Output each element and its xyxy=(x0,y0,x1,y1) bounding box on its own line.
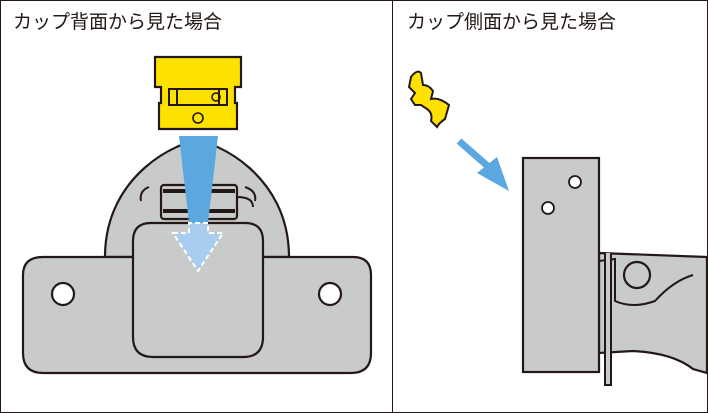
mounting-hole-right xyxy=(317,281,343,307)
cup-side-plate xyxy=(521,156,601,374)
panel-caption-side: カップ側面から見た場合 xyxy=(407,11,617,33)
mounting-hole-left xyxy=(50,281,76,307)
yellow-clip-side xyxy=(407,70,451,129)
panel-rear-view: カップ背面から見た場合 xyxy=(1,1,392,412)
panel-caption-rear: カップ背面から見た場合 xyxy=(13,11,223,33)
hinge-pivot xyxy=(622,260,652,290)
rear-view-illustration xyxy=(21,55,373,375)
arrow-down-icon xyxy=(171,136,225,273)
cup-body xyxy=(131,221,265,359)
screw-hole-upper xyxy=(568,175,582,189)
arrow-down-right-icon xyxy=(456,138,509,191)
side-view-illustration xyxy=(407,70,707,386)
panel-side-view: カップ側面から見た場合 xyxy=(393,1,707,412)
yellow-clip xyxy=(153,55,243,131)
screw-hole-lower xyxy=(541,201,555,215)
panel-divider xyxy=(392,1,393,412)
